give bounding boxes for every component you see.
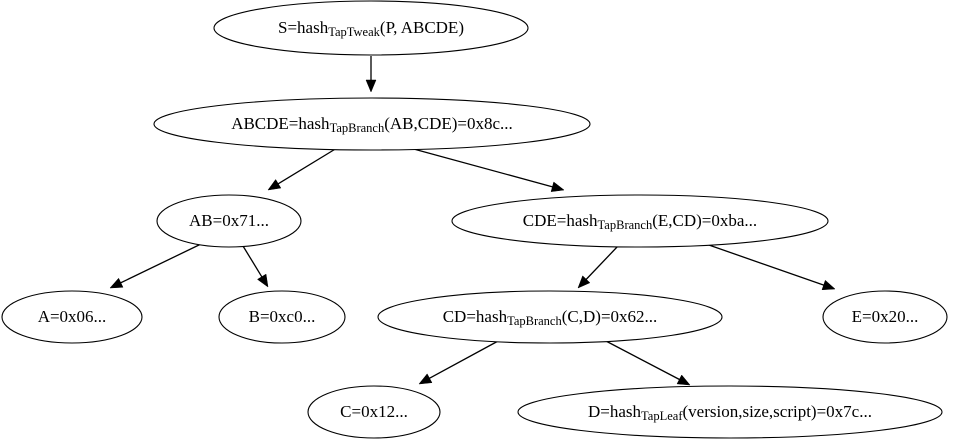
tree-node-cde[interactable]: CDE=hashTapBranch(E,CD)=0xba...: [451, 194, 829, 248]
node-label: E=0x20...: [852, 307, 919, 326]
tree-node-ab[interactable]: AB=0x71...: [156, 194, 302, 248]
tree-node-e[interactable]: E=0x20...: [822, 290, 948, 344]
node-label: A=0x06...: [38, 307, 107, 326]
edge-arrowhead: [267, 179, 282, 191]
tree-edge: [603, 339, 691, 386]
edge-arrowhead: [418, 373, 433, 385]
edge-line: [427, 339, 501, 380]
node-ellipse: [307, 385, 441, 439]
edge-line: [276, 147, 338, 186]
edge-line: [409, 147, 555, 188]
tree-node-b[interactable]: B=0xc0...: [218, 290, 346, 344]
tree-edge: [409, 147, 565, 192]
node-ellipse: [213, 0, 529, 56]
node-label: B=0xc0...: [249, 307, 316, 326]
node-label: S=hashTapTweak(P, ABCDE): [278, 18, 464, 39]
node-label: ABCDE=hashTapBranch(AB,CDE)=0x8c...: [231, 114, 513, 135]
tree-node-a[interactable]: A=0x06...: [1, 290, 143, 344]
tree-edge: [109, 243, 202, 289]
edge-arrowhead: [257, 273, 269, 288]
tree-edge: [418, 339, 501, 385]
node-ellipse: [156, 194, 302, 248]
node-ellipse: [377, 290, 723, 344]
edge-arrowhead: [821, 279, 836, 291]
edge-arrowhead: [365, 79, 377, 93]
edge-line: [705, 243, 826, 287]
tree-edge: [242, 245, 269, 288]
tree-node-d[interactable]: D=hashTapLeaf(version,size,script)=0x7c.…: [517, 385, 943, 439]
node-label-subscript: TapBranch: [507, 314, 562, 328]
node-ellipse: [1, 290, 143, 344]
tree-edge: [365, 56, 377, 93]
node-ellipse: [451, 194, 829, 248]
node-label: CDE=hashTapBranch(E,CD)=0xba...: [523, 211, 757, 232]
node-label-subscript: TapBranch: [598, 218, 653, 232]
edges-layer: [109, 56, 836, 386]
tree-node-c[interactable]: C=0x12...: [307, 385, 441, 439]
edge-line: [603, 339, 682, 381]
node-label-subscript: TapBranch: [330, 121, 385, 135]
node-label: AB=0x71...: [189, 211, 269, 230]
node-label-subscript: TapTweak: [328, 25, 380, 39]
tree-node-cd[interactable]: CD=hashTapBranch(C,D)=0x62...: [377, 290, 723, 344]
tree-edge: [267, 147, 338, 191]
edge-arrowhead: [109, 277, 124, 289]
edge-arrowhead: [550, 181, 565, 192]
nodes-layer: S=hashTapTweak(P, ABCDE) ABCDE=hashTapBra…: [1, 0, 948, 439]
edge-line: [584, 245, 619, 282]
edge-arrowhead: [676, 374, 691, 386]
tree-edge: [705, 243, 836, 291]
tree-edge: [577, 245, 619, 289]
edge-arrowhead: [577, 275, 591, 289]
tree-node-s[interactable]: S=hashTapTweak(P, ABCDE): [213, 0, 529, 56]
node-ellipse: [822, 290, 948, 344]
edge-line: [118, 243, 202, 285]
node-ellipse: [153, 97, 591, 151]
node-label-subscript: TapLeaf: [641, 409, 683, 423]
node-label: CD=hashTapBranch(C,D)=0x62...: [443, 307, 658, 328]
edge-line: [242, 245, 264, 279]
node-label: D=hashTapLeaf(version,size,script)=0x7c.…: [588, 402, 872, 423]
node-ellipse: [517, 385, 943, 439]
tree-node-abcde[interactable]: ABCDE=hashTapBranch(AB,CDE)=0x8c...: [153, 97, 591, 151]
node-label: C=0x12...: [340, 402, 408, 421]
node-ellipse: [218, 290, 346, 344]
